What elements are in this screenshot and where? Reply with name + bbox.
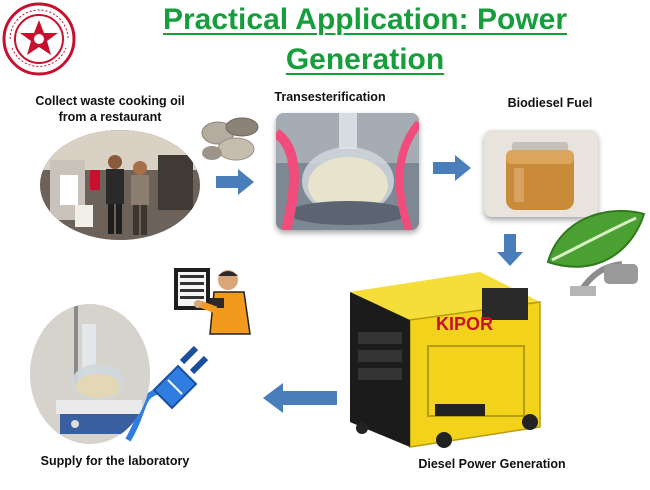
transesterification-label: Transesterification [274,90,386,104]
university-seal-logo [2,2,76,76]
diesel-power-label: Diesel Power Generation [418,457,566,471]
generator-brand: KIPOR [436,314,494,334]
electrician-worker-icon [170,264,256,344]
slide-title: Practical Application: Power Generation [163,3,567,76]
diesel-generator-photo: KIPOR [340,262,555,452]
biodiesel-photo [484,130,598,217]
down-arrow-icon [497,234,523,266]
laboratory-photo [30,304,150,444]
laboratory-label: Supply for the laboratory [40,454,190,468]
restaurant-photo [40,130,200,240]
leaf-fuel-nozzle-icon [540,200,648,315]
transesterification-photo [276,113,419,230]
biodiesel-label: Biodiesel Fuel [507,96,593,110]
collect-oil-label: Collect waste cooking oil from a restaur… [35,94,185,124]
right-arrow-icon [433,155,471,181]
rocks-icon [196,113,266,165]
left-arrow-icon [263,383,337,413]
right-arrow-icon [216,169,254,195]
